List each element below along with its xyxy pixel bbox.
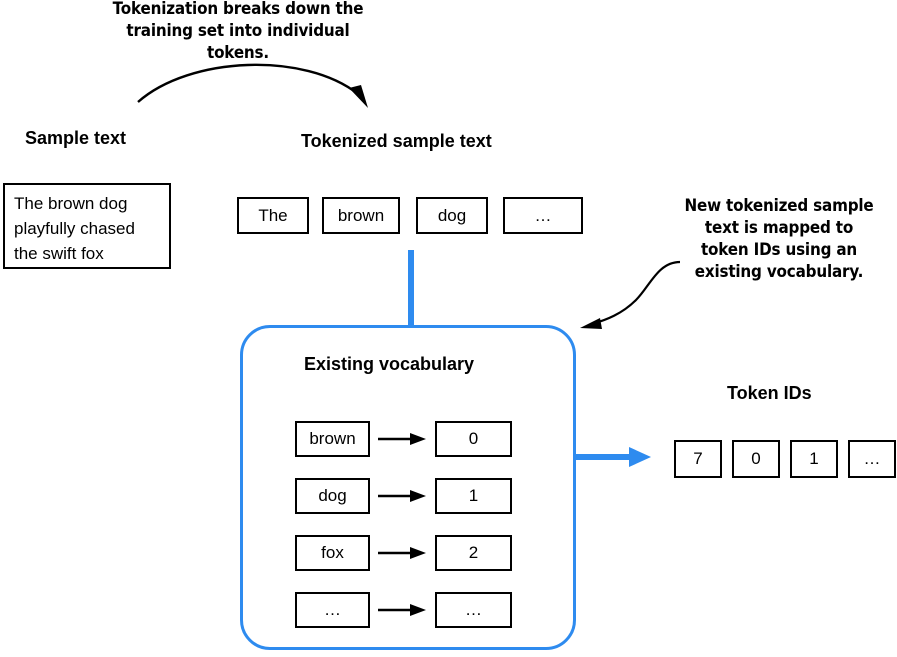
token-id-box: 0 <box>732 440 780 478</box>
existing-vocabulary-heading: Existing vocabulary <box>304 354 475 374</box>
mapping-curved-arrow <box>580 260 681 329</box>
token-ids-heading: Token IDs <box>727 383 812 403</box>
vocab-map-arrow <box>378 433 426 445</box>
sample-text-box: The brown dog playfully chased the swift… <box>3 183 171 269</box>
vocab-map-arrow <box>378 547 426 559</box>
token-box: … <box>503 197 583 234</box>
vocab-map-arrow <box>378 490 426 502</box>
vocab-id-box: … <box>435 592 512 628</box>
token-box: The <box>237 197 309 234</box>
token-id-box: 1 <box>790 440 838 478</box>
vocab-id-box: 2 <box>435 535 512 571</box>
token-box: brown <box>322 197 400 234</box>
vocab-token-box: … <box>295 592 370 628</box>
sample-text-heading: Sample text <box>25 128 127 148</box>
tokenization-annotation-text: Tokenization breaks down the training se… <box>112 0 364 62</box>
tokens-to-vocabulary-connector <box>408 250 414 328</box>
token-box: dog <box>416 197 488 234</box>
tokenization-curved-arrow <box>137 63 368 108</box>
vocabulary-to-token-ids-arrow <box>575 447 651 467</box>
vocab-id-box: 0 <box>435 421 512 457</box>
vocab-id-box: 1 <box>435 478 512 514</box>
token-id-box: … <box>848 440 896 478</box>
vocab-map-arrow <box>378 604 426 616</box>
vocab-token-box: brown <box>295 421 370 457</box>
vocab-token-box: dog <box>295 478 370 514</box>
mapping-annotation-text: New tokenized sample text is mapped to t… <box>684 196 874 281</box>
token-id-box: 7 <box>674 440 722 478</box>
tokenized-sample-text-heading: Tokenized sample text <box>301 131 492 151</box>
vocab-token-box: fox <box>295 535 370 571</box>
